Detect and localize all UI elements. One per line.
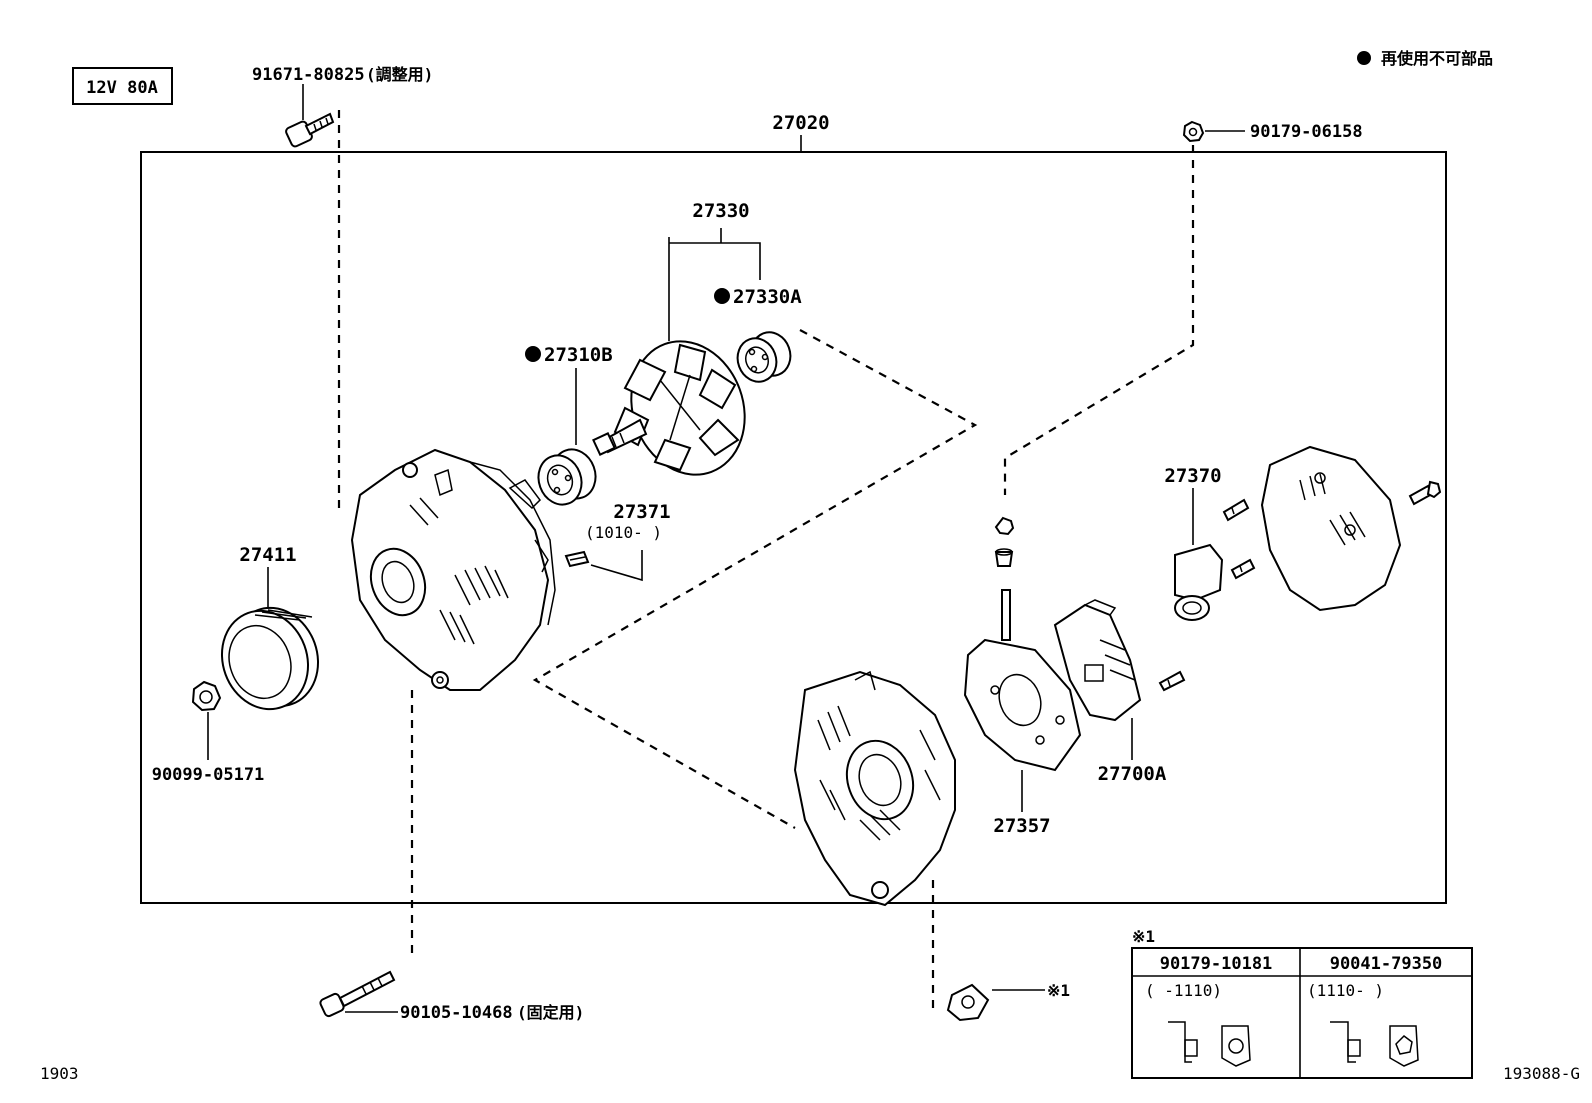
doc-code-left: 1903	[40, 1064, 79, 1083]
part-number-27371[interactable]: 27371	[613, 501, 670, 523]
screw-brush-1-icon[interactable]	[1222, 498, 1250, 522]
nut-90179-06158-icon[interactable]	[1182, 120, 1205, 143]
part-number-90099-05171[interactable]: 90099-05171	[152, 765, 265, 785]
rear-end-cover-icon[interactable]	[1260, 445, 1402, 612]
drive-end-frame-icon[interactable]	[350, 448, 556, 691]
spec-label: 12V 80A	[86, 78, 158, 98]
ref-col1-range: ( -1110)	[1145, 981, 1222, 1000]
part-note-fixing: (固定用)	[517, 1003, 584, 1022]
regulator-27700a-icon[interactable]	[1053, 599, 1142, 722]
screw-27700a-icon[interactable]	[1158, 670, 1186, 692]
non-reusable-dot-icon	[714, 288, 730, 304]
bracket-new-icon	[1330, 1021, 1419, 1067]
part-number-27411[interactable]: 27411	[239, 544, 296, 566]
assembly-frame	[140, 151, 1447, 904]
legend: 再使用不可部品	[1357, 49, 1493, 68]
reference-table-title: ※1	[1132, 927, 1155, 946]
part-number-27370[interactable]: 27370	[1164, 465, 1221, 487]
bolt-91671-icon[interactable]	[285, 112, 335, 148]
reference-table: 90179-10181 90041-79350 ( -1110) (1110- …	[1131, 947, 1473, 1079]
part-number-90179-06158[interactable]: 90179-06158	[1250, 122, 1363, 142]
part-number-27330A[interactable]: 27330A	[733, 286, 802, 308]
bearing-27330a-icon[interactable]	[732, 327, 797, 387]
reference-mark-1: ※1	[1047, 981, 1070, 1000]
bracket-old-icon	[1168, 1021, 1251, 1067]
part-number-27020[interactable]: 27020	[772, 112, 829, 134]
ref-col2-range: (1110- )	[1307, 981, 1384, 1000]
part-number-91671-80825[interactable]: 91671-80825	[252, 65, 365, 85]
part-number-27357[interactable]: 27357	[993, 815, 1050, 837]
rectifier-end-frame-icon[interactable]	[793, 670, 956, 907]
terminal-nut-icon[interactable]	[994, 516, 1015, 567]
part-number-90105-10468[interactable]: 90105-10468	[400, 1003, 513, 1023]
spec-label-box: 12V 80A	[72, 67, 173, 105]
pulley-27411-icon[interactable]	[208, 596, 331, 722]
ref-col2-part-number[interactable]: 90041-79350	[1330, 954, 1443, 974]
bearing-27310b-icon[interactable]	[532, 443, 603, 510]
non-reusable-dot-icon	[525, 346, 541, 362]
nut-cover-icon[interactable]	[1408, 480, 1442, 506]
part-number-27700A[interactable]: 27700A	[1098, 763, 1167, 785]
rectifier-27357-icon[interactable]	[963, 589, 1082, 772]
nut-90099-05171-icon[interactable]	[191, 680, 222, 712]
through-bolt-90105-icon[interactable]	[319, 970, 396, 1018]
part-number-27330[interactable]: 27330	[692, 200, 749, 222]
ref-col1-part-number[interactable]: 90179-10181	[1160, 954, 1273, 974]
part-number-27310B[interactable]: 27310B	[544, 344, 613, 366]
bracket-ref1-icon[interactable]	[946, 983, 990, 1022]
rotor-27330-icon[interactable]	[592, 325, 763, 490]
brush-holder-27370-icon[interactable]	[1174, 543, 1224, 621]
part-range-27371: (1010- )	[585, 523, 662, 542]
doc-code-right: 193088-G	[1503, 1064, 1580, 1083]
screw-brush-2-icon[interactable]	[1230, 558, 1256, 580]
legend-text: 再使用不可部品	[1381, 49, 1493, 68]
connector-27371-icon[interactable]	[564, 550, 590, 568]
part-note-adjust: (調整用)	[366, 65, 433, 84]
non-reusable-dot-icon	[1357, 51, 1371, 65]
